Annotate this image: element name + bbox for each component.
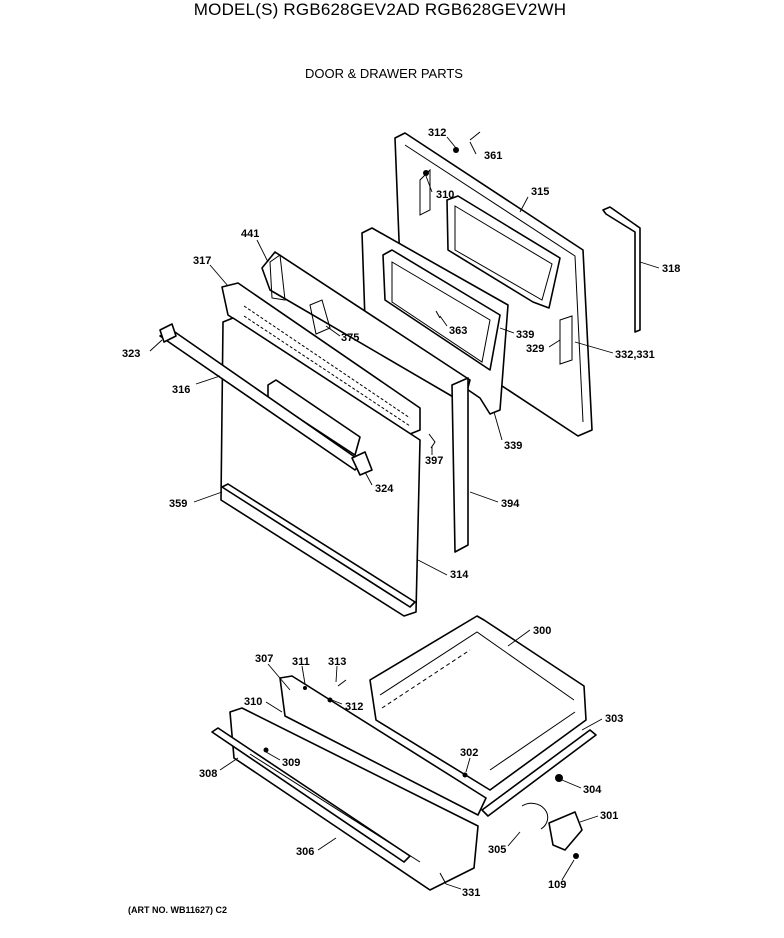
label-318: 318 xyxy=(662,263,680,275)
label-441: 441 xyxy=(241,228,259,240)
label-302: 302 xyxy=(460,747,478,759)
model-title: MODEL(S) RGB628GEV2AD RGB628GEV2WH xyxy=(193,0,567,19)
label-361: 361 xyxy=(484,150,502,162)
label-109: 109 xyxy=(548,879,566,891)
label-314: 314 xyxy=(450,569,469,581)
label-324: 324 xyxy=(375,483,394,495)
label-339-upper: 339 xyxy=(516,329,534,341)
label-316: 316 xyxy=(172,384,190,396)
screw-361 xyxy=(469,131,481,141)
label-308: 308 xyxy=(199,768,217,780)
vent-panel-317 xyxy=(221,282,421,435)
label-304: 304 xyxy=(583,784,602,796)
gasket-318 xyxy=(602,206,641,333)
drawer-front-306 xyxy=(211,707,479,891)
label-307: 307 xyxy=(255,653,273,665)
bottom-trim-359 xyxy=(221,483,416,608)
label-397: 397 xyxy=(425,455,443,467)
screw-313 xyxy=(337,679,347,687)
outer-door-314 xyxy=(220,317,421,617)
screw-331 xyxy=(439,872,447,885)
label-300: 300 xyxy=(533,625,551,637)
label-323: 323 xyxy=(122,348,140,360)
label-306: 306 xyxy=(296,846,314,858)
label-359: 359 xyxy=(169,498,187,510)
label-313: 313 xyxy=(328,656,346,668)
label-310: 310 xyxy=(436,189,454,201)
label-375: 375 xyxy=(341,332,359,344)
art-number: (ART NO. WB11627) C2 xyxy=(128,905,228,915)
screw-312-drawer xyxy=(327,697,333,703)
screw-302 xyxy=(462,772,468,778)
label-301: 301 xyxy=(600,810,618,822)
label-339-lower: 339 xyxy=(504,440,522,452)
label-332-331: 332,331 xyxy=(615,349,655,361)
screw-109 xyxy=(573,853,579,859)
clip-310 xyxy=(423,170,429,176)
label-303: 303 xyxy=(605,713,623,725)
label-312-drawer: 312 xyxy=(345,701,363,713)
leader-lines xyxy=(149,136,660,890)
label-315: 315 xyxy=(531,186,549,198)
screw-312 xyxy=(453,147,459,153)
label-363: 363 xyxy=(449,325,467,337)
screw-311 xyxy=(303,686,307,690)
label-329: 329 xyxy=(526,343,544,355)
drawer-body-300 xyxy=(369,615,587,791)
side-trim-394 xyxy=(451,377,469,553)
label-309: 309 xyxy=(282,757,300,769)
label-331: 331 xyxy=(462,887,480,899)
screw-363 xyxy=(435,310,441,319)
part-labels: 312 361 310 315 318 441 317 375 363 339 … xyxy=(122,127,680,899)
label-312: 312 xyxy=(428,127,446,139)
label-310-drawer: 310 xyxy=(244,696,262,708)
label-305: 305 xyxy=(488,844,506,856)
section-title: DOOR & DRAWER PARTS xyxy=(305,66,463,81)
roller-304 xyxy=(555,774,563,782)
clip-397 xyxy=(428,433,436,449)
label-394: 394 xyxy=(501,498,520,510)
drawer-frame-307 xyxy=(279,675,487,816)
clip-305 xyxy=(521,802,549,830)
drawer-rail-303 xyxy=(481,729,597,817)
door-handle-316 xyxy=(159,323,373,476)
bracket-301 xyxy=(548,811,583,851)
label-311: 311 xyxy=(292,656,310,668)
label-317: 317 xyxy=(193,255,211,267)
screw-309 xyxy=(263,747,269,753)
